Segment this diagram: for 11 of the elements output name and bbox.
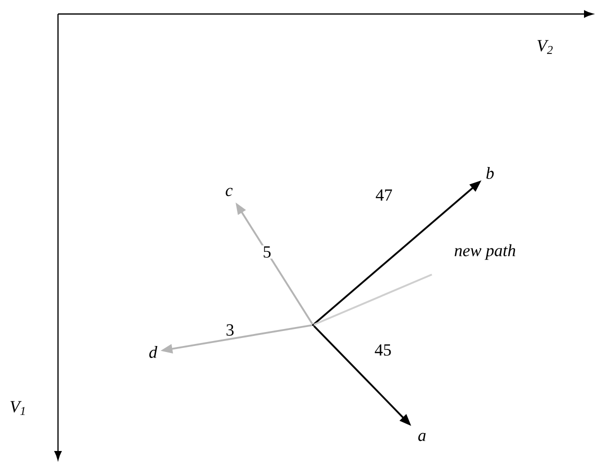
axis-label: V$_{2}$ [537, 40, 553, 54]
edge-label: 5 [262, 245, 272, 259]
edge-label: 45 [374, 343, 392, 357]
edge-label: 3 [224, 323, 236, 337]
point-label: c [226, 188, 233, 196]
point-label: d [149, 346, 158, 358]
edge-label: 47 [374, 188, 394, 202]
point-label: b [486, 167, 494, 179]
point-label: a [418, 432, 426, 442]
point-label: new path [454, 244, 516, 260]
axis-label: V$_{1}$ [10, 401, 25, 415]
